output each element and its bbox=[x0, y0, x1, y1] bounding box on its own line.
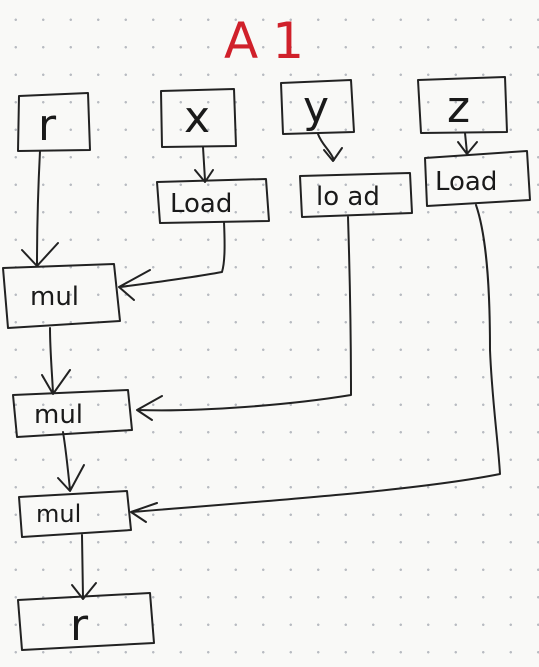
edge-r-to-mul-1 bbox=[21, 150, 59, 267]
node-mul-2-box bbox=[12, 389, 133, 438]
node-r-input-label: r bbox=[38, 100, 57, 151]
node-y-input-box bbox=[280, 79, 355, 135]
node-load-z-box bbox=[424, 150, 531, 207]
node-mul-2-label: mul bbox=[34, 400, 83, 430]
node-r-output-box bbox=[17, 592, 155, 651]
node-mul-3-label: mul bbox=[36, 500, 81, 528]
node-load-x-box bbox=[156, 178, 270, 224]
node-load-z-label: Load bbox=[435, 167, 497, 197]
node-x-input-box bbox=[160, 88, 237, 148]
edge-x-to-load-x bbox=[194, 146, 214, 183]
edge-load-x-to-mul-1 bbox=[118, 221, 226, 301]
node-mul-3-box bbox=[18, 490, 132, 538]
edge-z-to-load-z bbox=[457, 132, 478, 155]
edge-y-to-load-y bbox=[317, 133, 343, 162]
edge-load-z-to-mul-3 bbox=[130, 204, 501, 523]
node-z-input-box bbox=[417, 76, 508, 134]
node-mul-1-label: mul bbox=[30, 282, 79, 312]
node-x-input-label: x bbox=[184, 92, 210, 143]
node-load-x-label: Load bbox=[170, 189, 232, 219]
node-z-input-label: z bbox=[447, 82, 470, 133]
node-r-output-label: r bbox=[70, 600, 89, 651]
node-y-input-label: y bbox=[303, 82, 329, 133]
node-mul-1-box bbox=[2, 263, 121, 329]
node-load-y-label: lo ad bbox=[316, 182, 380, 212]
node-load-y-box bbox=[299, 172, 413, 218]
diagram-title: A1 bbox=[224, 12, 318, 70]
edge-load-y-to-mul-2 bbox=[136, 216, 352, 421]
edge-mul-1-to-mul-2 bbox=[41, 327, 71, 395]
edge-mul-2-to-mul-3 bbox=[57, 431, 85, 492]
edge-mul-3-to-r-output bbox=[71, 534, 97, 600]
node-r-input-box bbox=[17, 92, 91, 152]
